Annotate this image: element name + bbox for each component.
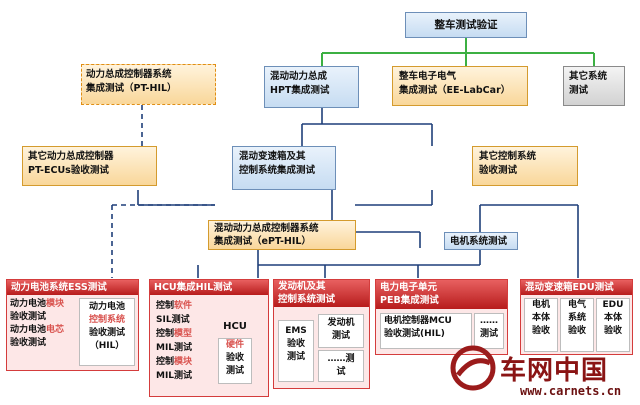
node-hybrid-transmission: 混动变速箱及其 控制系统集成测试	[232, 146, 336, 190]
hcu-left-text: 控制	[156, 301, 175, 311]
ess-left-text: 验收测试	[10, 338, 47, 349]
panel-engine-title: 发动机及其 控制系统测试	[274, 280, 369, 307]
panel-peb: 电力电子单元 PEB集成测试 电机控制器MCU 验收测试(HIL) …… 测试	[375, 279, 508, 355]
ess-right-text: 验收测试	[88, 328, 125, 339]
hcu-left-line: 控制模型	[156, 328, 218, 342]
dashed-connectors	[111, 105, 215, 278]
panel-ess-title: 动力电池系统ESS测试	[7, 280, 138, 295]
hcu-left-text: 模型	[174, 328, 193, 339]
hcu-left-line: MIL测试	[156, 370, 218, 384]
ess-left-text: 模块	[46, 299, 65, 309]
ess-left-text: 动力电池	[10, 299, 47, 309]
top-level-connectors	[321, 38, 595, 66]
hcu-left-text: 控制	[156, 356, 175, 367]
ess-left-line: 动力电池模块	[10, 298, 72, 311]
ess-left-text: 电芯	[46, 325, 65, 336]
ess-right-text: （HIL）	[89, 341, 125, 352]
node-hpt: 混动动力总成 HPT集成测试	[264, 66, 359, 108]
ess-left-line: 验收测试	[10, 337, 72, 350]
hcu-left-text: SIL测试	[156, 314, 190, 325]
ess-right-line: 验收测试	[80, 327, 134, 340]
peb-mcu-cell: 电机控制器MCU 验收测试(HIL)	[380, 313, 472, 349]
hcu-right-text: 验收	[225, 353, 244, 364]
ess-right-line: 控制系统	[80, 314, 134, 327]
hcu-left-line: 控制软件	[156, 300, 218, 314]
panel-edu-title: 混动变速箱EDU测试	[521, 280, 632, 295]
hcu-left-text: MIL测试	[156, 370, 193, 381]
ess-left-cell: 动力电池模块验收测试动力电池电芯验收测试	[10, 298, 72, 350]
ess-left-line: 动力电池电芯	[10, 324, 72, 337]
node-other-systems: 其它系统 测试	[563, 66, 625, 106]
node-other-control: 其它控制系统 验收测试	[472, 146, 578, 186]
ess-right-text: 动力电池	[88, 302, 125, 312]
hierarchy-connectors	[137, 108, 579, 278]
panel-edu: 混动变速箱EDU测试 电机 本体 验收 电气 系统 验收 EDU 本体 验收	[520, 279, 633, 355]
hcu-left-text: 控制	[156, 328, 175, 339]
hcu-left-line: 控制模块	[156, 356, 218, 370]
peb-dots-cell: …… 测试	[474, 313, 504, 349]
carnets-logo-icon	[450, 345, 496, 391]
hcu-right-cell: 硬件验收测试	[218, 338, 252, 384]
ess-right-line: （HIL）	[80, 340, 134, 353]
edu-col-edu: EDU 本体 验收	[596, 298, 630, 352]
hcu-left-line: MIL测试	[156, 342, 218, 356]
node-ee-labcar: 整车电子电气 集成测试（EE-LabCar）	[392, 66, 528, 106]
hcu-left-text: MIL测试	[156, 342, 193, 353]
engine-test-cell: 发动机 测试	[318, 314, 364, 348]
ess-right-text: 控制系统	[88, 315, 125, 326]
panel-peb-title: 电力电子单元 PEB集成测试	[376, 280, 507, 309]
hcu-right-top-cell: HCU	[223, 321, 247, 332]
engine-ems-cell: EMS 验收 测试	[278, 320, 314, 382]
hcu-left-text: 软件	[174, 301, 193, 311]
panel-engine: 发动机及其 控制系统测试 EMS 验收 测试 发动机 测试 ……测 试	[273, 279, 370, 389]
node-ept-hil: 混动动力总成控制器系统 集成测试（ePT-HIL）	[208, 220, 356, 250]
ess-right-line: 动力电池	[80, 301, 134, 314]
hcu-right-text: 测试	[225, 366, 244, 377]
hcu-right-line: 硬件	[219, 339, 251, 352]
ess-left-line: 验收测试	[10, 311, 72, 324]
node-motor-system: 电机系统测试	[444, 232, 518, 250]
hcu-left-text: 模块	[174, 356, 193, 367]
hcu-right-line: 测试	[219, 365, 251, 378]
ess-left-text: 验收测试	[10, 312, 47, 323]
panel-ess: 动力电池系统ESS测试 动力电池模块验收测试动力电池电芯验收测试 动力电池控制系…	[6, 279, 139, 371]
ess-right-cell: 动力电池控制系统验收测试 （HIL）	[79, 298, 135, 366]
edu-col-electric: 电气 系统 验收	[560, 298, 594, 352]
edu-col-motor: 电机 本体 验收	[524, 298, 558, 352]
watermark-cn: 车网中国	[500, 356, 609, 386]
node-pt-hil: 动力总成控制器系统 集成测试（PT-HIL）	[81, 64, 216, 105]
panel-hcu-title: HCU集成HIL测试	[150, 280, 268, 295]
watermark-url: www.carnets.cn	[520, 384, 622, 398]
engine-dots-cell: ……测 试	[318, 350, 364, 382]
hcu-right-text: 硬件	[225, 340, 244, 350]
top-node: 整车测试验证	[405, 12, 527, 38]
node-pt-ecus: 其它动力总成控制器 PT-ECUs验收测试	[22, 146, 157, 186]
hcu-right-line: 验收	[219, 352, 251, 365]
hcu-left-line: SIL测试	[156, 314, 218, 328]
ess-left-text: 动力电池	[10, 325, 47, 336]
